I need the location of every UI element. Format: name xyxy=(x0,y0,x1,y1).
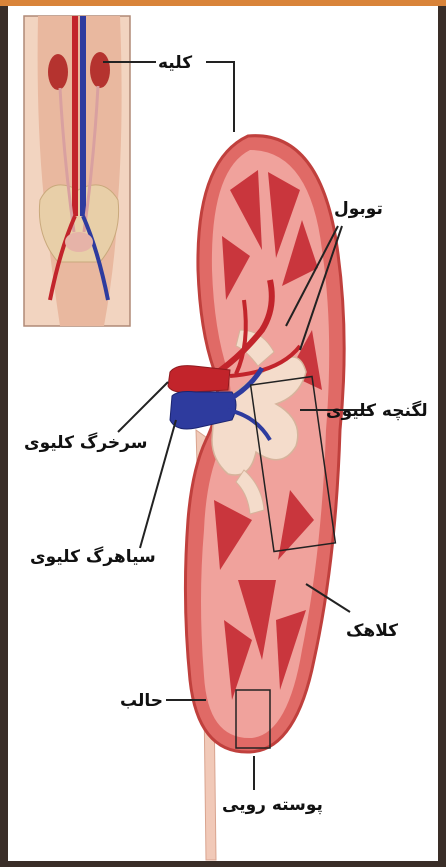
label-ureter: حالب xyxy=(120,691,163,711)
label-cortex: پوسته رویی xyxy=(222,795,323,815)
label-calyx: کلاهک xyxy=(346,621,398,641)
label-tubule: توبول xyxy=(334,199,383,219)
label-renal-artery: سرخرگ کلیوی xyxy=(24,433,147,453)
label-renal-pelvis: لگنچه کلیوی xyxy=(326,400,428,421)
label-renal-vein: سیاهرگ کلیوی xyxy=(30,547,156,567)
kidney-illustration xyxy=(168,136,344,752)
label-kidney: کلیه xyxy=(158,53,192,73)
